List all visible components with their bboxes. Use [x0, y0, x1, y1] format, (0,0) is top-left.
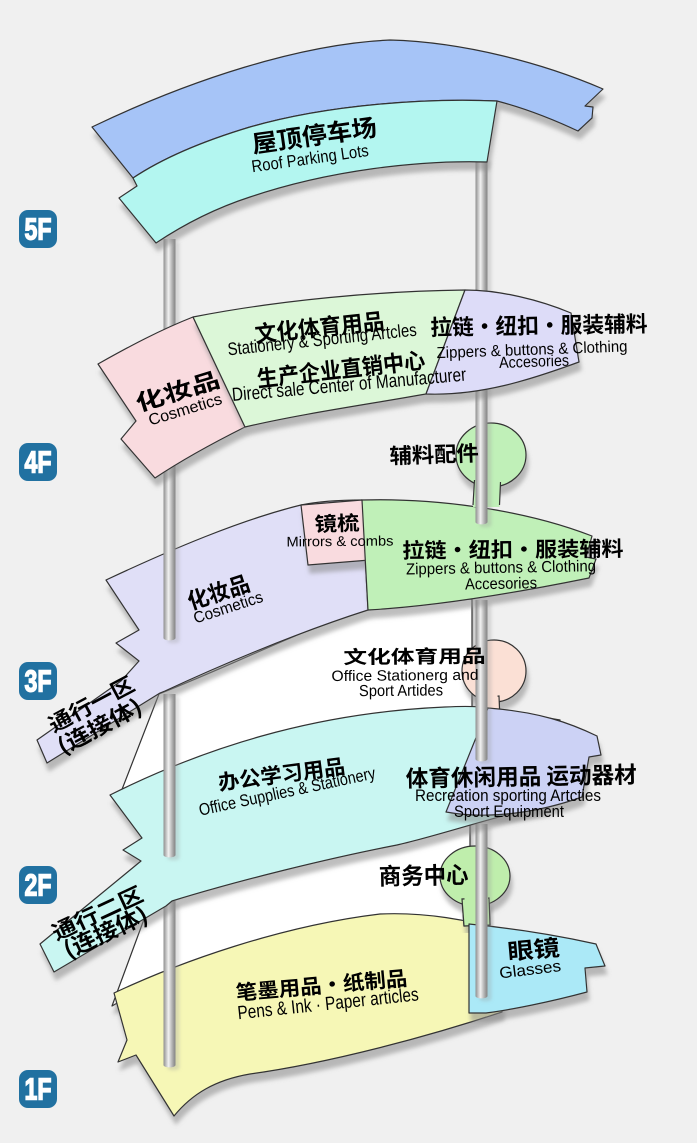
svg-text:4F: 4F — [25, 445, 52, 480]
svg-text:Office Stationerg and: Office Stationerg and — [331, 667, 478, 685]
svg-text:Accesories: Accesories — [465, 575, 537, 593]
svg-text:1F: 1F — [25, 1072, 52, 1107]
svg-text:2F: 2F — [25, 868, 52, 903]
svg-text:3F: 3F — [25, 664, 52, 699]
svg-text:Accesories: Accesories — [499, 353, 570, 372]
svg-text:Mirrors & combs: Mirrors & combs — [286, 533, 393, 550]
svg-text:Sport Equipment: Sport Equipment — [454, 802, 564, 821]
svg-text:Zippers & buttons & Clothing: Zippers & buttons & Clothing — [406, 558, 596, 578]
svg-text:Recreation sporting Artcties: Recreation sporting Artcties — [415, 786, 601, 805]
svg-text:5F: 5F — [25, 212, 52, 247]
svg-text:Zippers & buttons & Clothing: Zippers & buttons & Clothing — [436, 338, 627, 362]
svg-text:Sport Artides: Sport Artides — [359, 682, 443, 700]
